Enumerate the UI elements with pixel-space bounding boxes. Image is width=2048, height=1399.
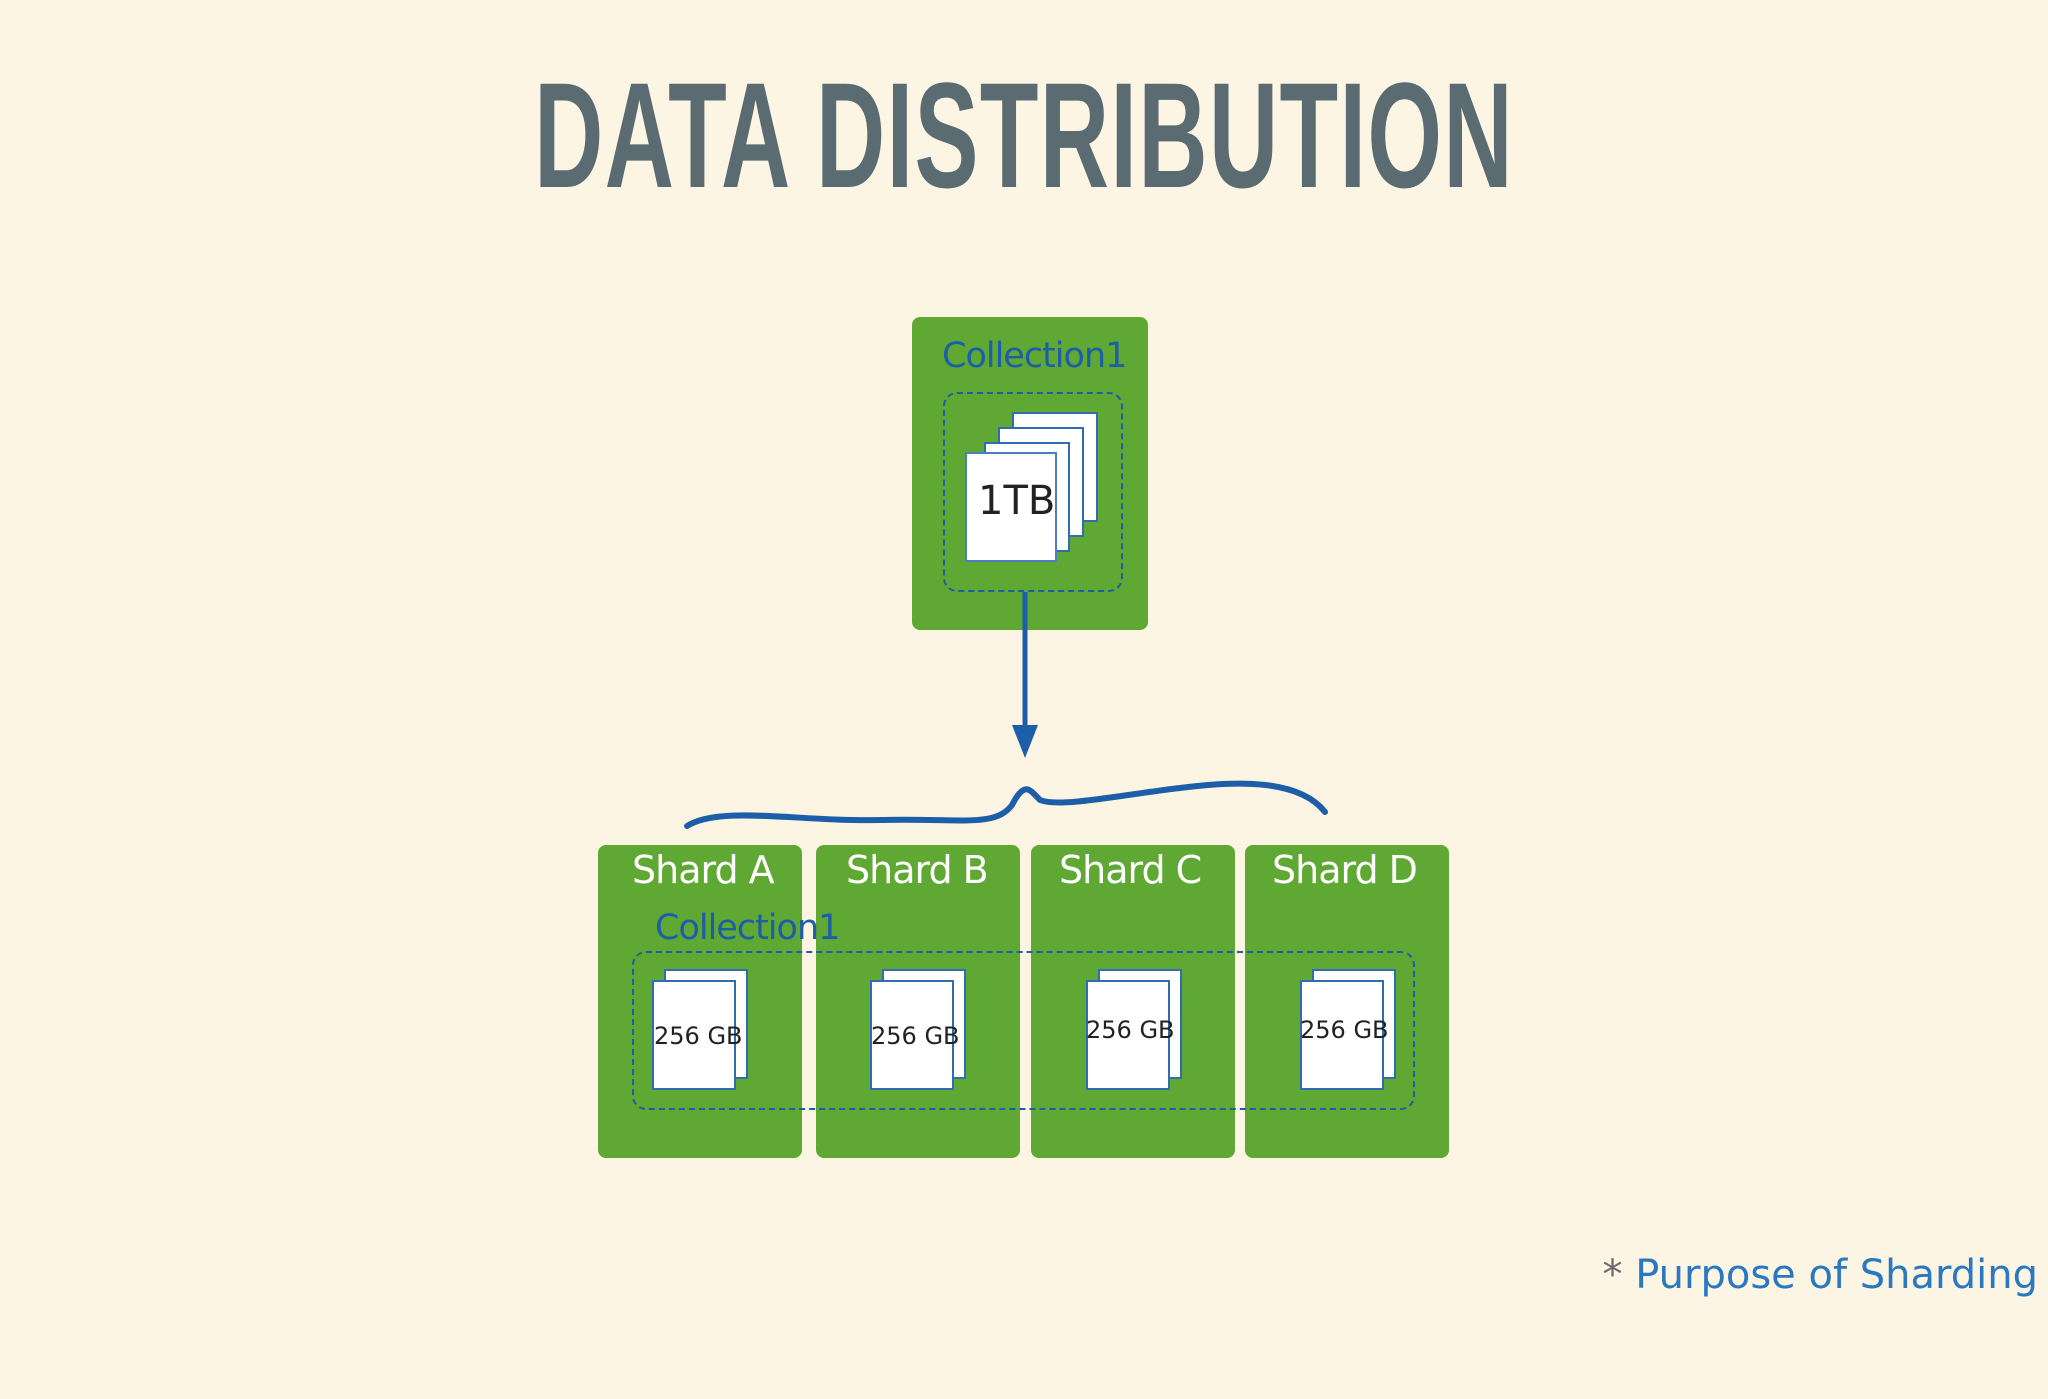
shard-d-size-label: 256 GB	[1300, 1016, 1389, 1044]
document-icon	[870, 980, 954, 1090]
shard-a-title: Shard A	[632, 848, 775, 892]
footnote: * Purpose of Sharding	[1603, 1252, 2038, 1298]
purpose-of-sharding-link[interactable]: Purpose of Sharding	[1635, 1252, 2038, 1298]
down-arrow-head	[1012, 725, 1038, 758]
footnote-marker: *	[1602, 1252, 1623, 1298]
shard-c-title: Shard C	[1059, 848, 1202, 892]
page-title: DATA DISTRIBUTION	[534, 51, 1514, 219]
shard-d-title: Shard D	[1272, 848, 1418, 892]
target-collection-dashed-box	[632, 951, 1415, 1110]
target-collection-label: Collection1	[655, 908, 840, 948]
source-collection-dashed-box	[943, 392, 1123, 592]
shard-c-size-label: 256 GB	[1086, 1016, 1175, 1044]
document-icon	[965, 452, 1057, 562]
source-size-label: 1TB	[978, 478, 1056, 524]
shard-a-size-label: 256 GB	[654, 1022, 743, 1050]
shard-b-title: Shard B	[846, 848, 989, 892]
shard-b-size-label: 256 GB	[871, 1022, 960, 1050]
document-icon	[1086, 980, 1170, 1090]
source-collection-label: Collection1	[942, 336, 1127, 376]
curly-brace	[684, 780, 1328, 829]
document-icon	[1300, 980, 1384, 1090]
document-icon	[652, 980, 736, 1090]
